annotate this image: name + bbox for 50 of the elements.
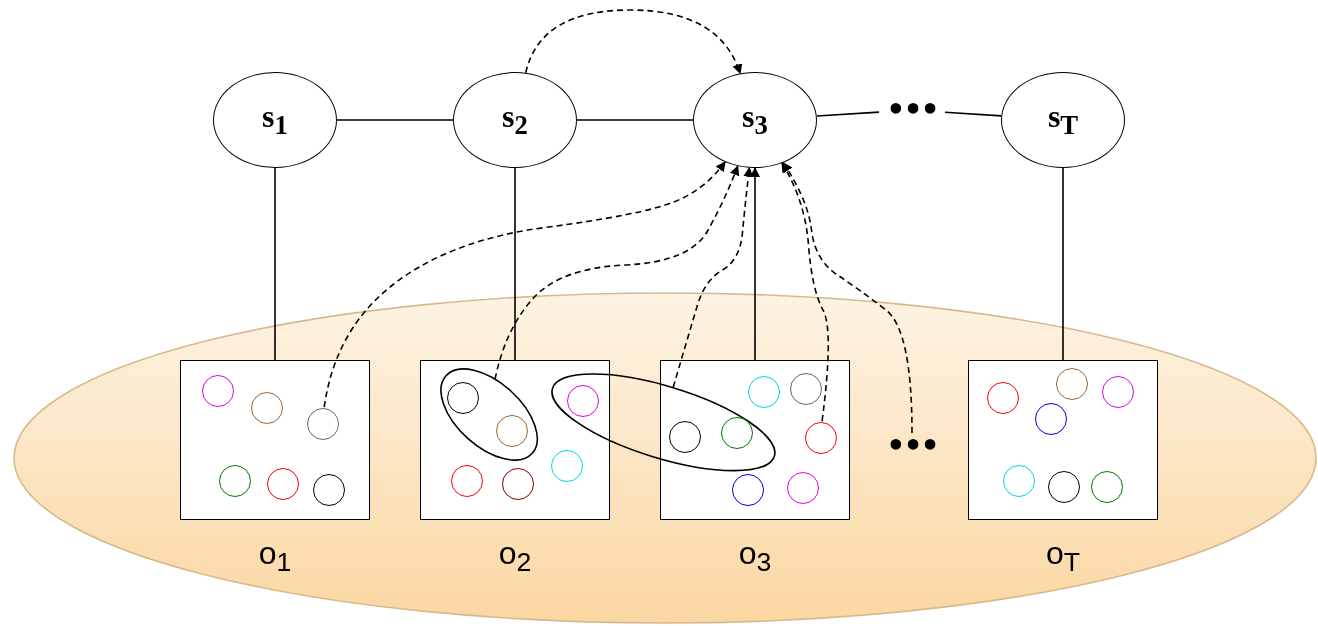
arrow	[524, 9, 742, 75]
arrow	[782, 161, 913, 434]
background-ellipse	[14, 293, 1316, 623]
arrow	[494, 165, 740, 381]
small-circle	[202, 375, 234, 407]
arrow	[781, 162, 830, 422]
small-circle	[1035, 403, 1067, 435]
small-circle	[1091, 471, 1123, 503]
small-circle	[496, 415, 528, 447]
ellipsis-dots: •••	[879, 97, 945, 123]
arrow	[672, 166, 754, 389]
connector-line	[274, 167, 276, 361]
observation-label: o$_{2}$	[498, 537, 532, 577]
observation-label: o$_{1}$	[258, 537, 292, 577]
small-circle	[251, 392, 283, 424]
small-circle	[787, 472, 819, 504]
arrow	[323, 161, 726, 408]
small-circle	[805, 422, 837, 454]
small-circle	[987, 382, 1019, 414]
small-circle	[502, 468, 534, 500]
small-circle	[551, 450, 583, 482]
small-circle	[447, 382, 479, 414]
small-circle	[307, 408, 339, 440]
connector-line	[816, 111, 880, 117]
state-node: s$_{1}$	[213, 72, 337, 168]
state-node: s$_{2}$	[453, 72, 577, 168]
connector-line	[1062, 167, 1064, 361]
connector-line	[514, 167, 516, 361]
connector-line	[336, 119, 454, 121]
connector-line	[944, 111, 1003, 117]
observation-label: o$_{T}$	[1045, 537, 1081, 577]
grouping-ellipse	[440, 369, 538, 461]
small-circle	[790, 373, 822, 405]
connector-line	[576, 119, 694, 121]
observation-label: o$_{3}$	[738, 537, 772, 577]
small-circle	[732, 474, 764, 506]
small-circle	[219, 465, 251, 497]
small-circle	[451, 465, 483, 497]
state-node: s$_{3}$	[693, 72, 817, 168]
small-circle	[1056, 368, 1088, 400]
small-circle	[313, 474, 345, 506]
grouping-ellipse	[551, 373, 775, 471]
small-circle	[1003, 465, 1035, 497]
small-circle	[1102, 376, 1134, 408]
small-circle	[1048, 471, 1080, 503]
small-circle	[748, 376, 780, 408]
ellipsis-dots: •••	[879, 433, 945, 459]
state-node: s$_{T}$	[1001, 72, 1125, 168]
arrow	[750, 167, 760, 361]
small-circle	[267, 468, 299, 500]
